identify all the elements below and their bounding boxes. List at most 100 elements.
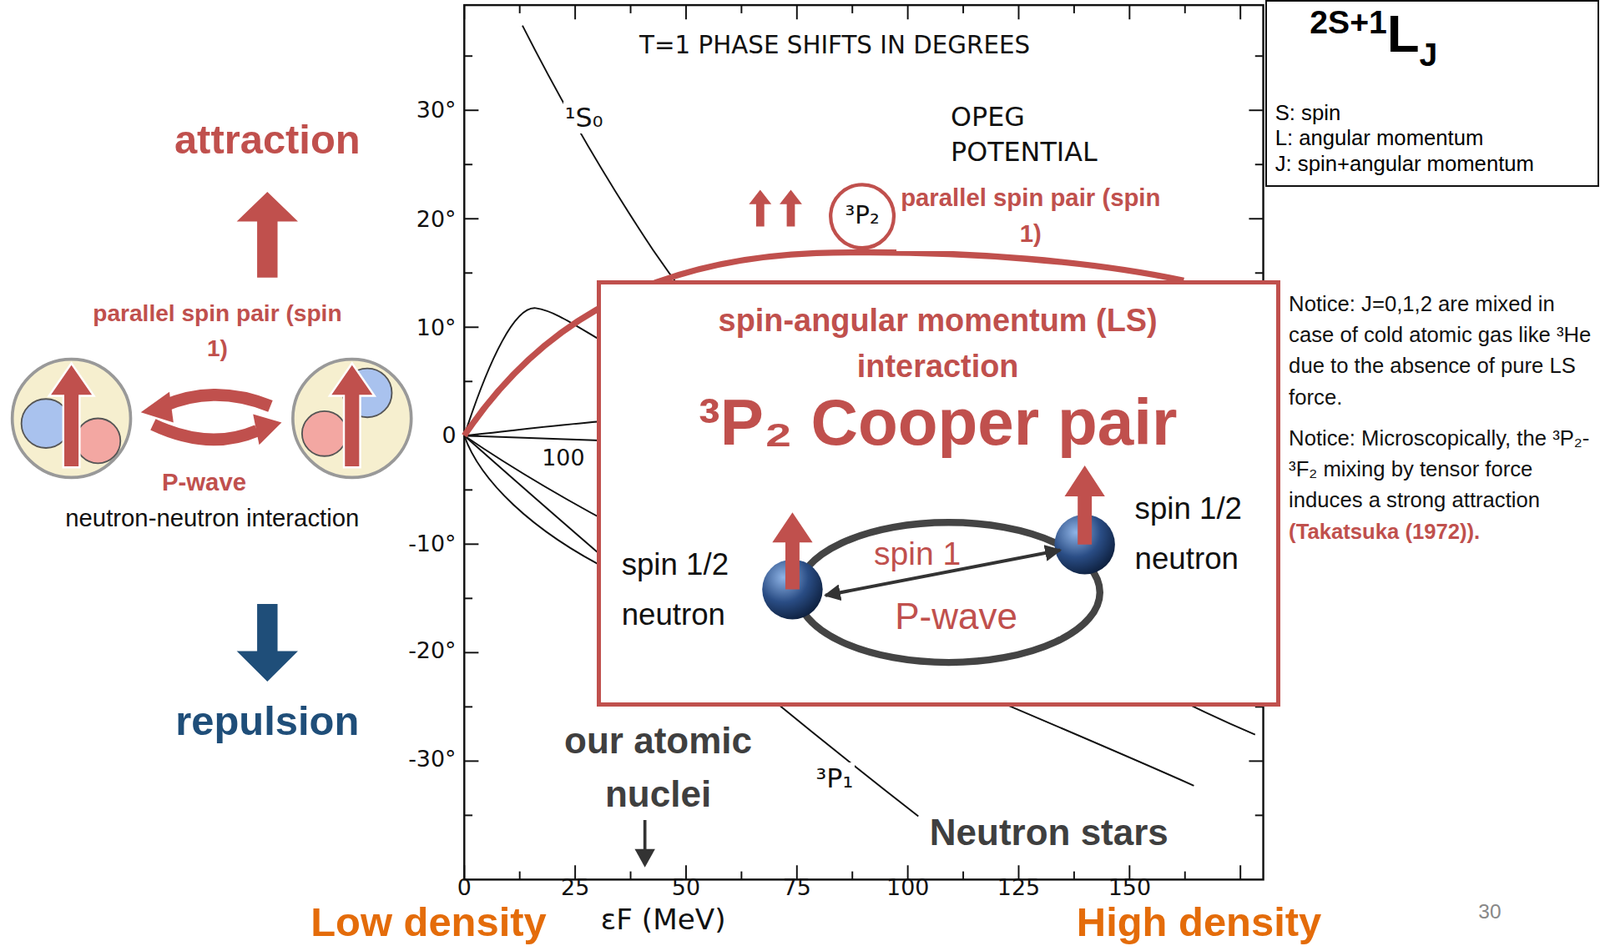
axis-label: 100 <box>540 444 586 472</box>
arrow-head <box>634 849 655 869</box>
spin-arrow <box>772 512 813 590</box>
edge-label: spin 1 <box>873 537 961 571</box>
slide-label: P-wave <box>161 467 247 497</box>
axis-tick <box>464 651 479 654</box>
slide-label: repulsion <box>175 696 359 747</box>
curve-note: parallel spin pair (spin 1) <box>896 180 1166 252</box>
notation-part: J <box>1419 36 1439 73</box>
notation-part: L <box>1387 3 1420 63</box>
notation-line: L: angular momentum <box>1275 126 1484 152</box>
axis-tick <box>1184 5 1187 14</box>
spin-arrow <box>748 190 772 228</box>
neutron-pair-right <box>292 359 412 479</box>
axis-tick <box>464 543 479 546</box>
slide-label: our atomic nuclei <box>534 714 783 822</box>
orbit-ring <box>797 522 1101 663</box>
axis-tick <box>464 380 473 383</box>
axis-tick <box>851 5 853 14</box>
neutron-label: spin 1/2 neutron <box>1135 484 1273 586</box>
side-note: Notice: Microscopically, the ³P₂-³F₂ mix… <box>1288 423 1595 517</box>
axis-label: -10° <box>408 530 456 558</box>
axis-label: 0 <box>457 874 472 902</box>
spin-arrow <box>49 363 95 468</box>
neutron-label: spin 1/2 neutron <box>621 540 765 642</box>
pair-circle <box>12 359 132 479</box>
axis-tick <box>1248 760 1263 763</box>
spin-up-arrows <box>748 190 803 228</box>
arrow-head <box>252 414 282 446</box>
curve-hump <box>464 307 612 436</box>
exchange-arrows <box>141 392 283 446</box>
curve-neg2 <box>464 435 612 572</box>
arrow-head <box>141 392 174 424</box>
axis-tick <box>630 5 632 14</box>
notation-line: S: spin <box>1275 100 1341 127</box>
axis-tick <box>1248 109 1263 112</box>
axis-tick <box>1239 5 1242 20</box>
axis-tick <box>1255 272 1264 274</box>
axis-tick <box>464 163 473 166</box>
box-title: ³P₂ Cooper pair <box>698 389 1178 455</box>
axis-tick <box>464 55 473 57</box>
exchange-arrow <box>163 394 271 406</box>
axis-tick <box>464 272 473 274</box>
side-note: (Takatsuka (1972)). <box>1288 516 1595 548</box>
notation-line: J: spin+angular momentum <box>1275 151 1535 177</box>
axis-label: 30° <box>416 96 457 124</box>
slide-label: Neutron stars <box>928 811 1171 856</box>
exchange-arrow <box>152 424 258 440</box>
chart-note: OPEG POTENTIAL <box>948 99 1146 172</box>
proton-ball <box>302 411 348 457</box>
axis-tick <box>463 5 465 20</box>
axis-tick <box>907 5 909 20</box>
notation-heading: 2S+1LJ <box>1309 5 1438 71</box>
notation-part: 2S+1 <box>1309 4 1387 41</box>
slide-label: Low density <box>310 898 547 948</box>
axis-label: -30° <box>408 746 456 773</box>
neutron-sphere <box>762 560 823 621</box>
curve-label: ¹S₀ <box>563 101 606 134</box>
neutron-sphere <box>1054 514 1116 576</box>
axis-tick <box>1073 872 1076 881</box>
axis-tick <box>1255 55 1264 57</box>
axis-tick <box>962 5 965 14</box>
box-heading: spin-angular momentum (LS) interaction <box>636 297 1239 390</box>
slide-label: High density <box>1076 898 1322 948</box>
slide-label: εF (MeV) <box>600 903 727 938</box>
axis-tick <box>1248 217 1263 220</box>
axis-label: 150 <box>1108 874 1151 902</box>
axis-tick <box>1255 163 1264 166</box>
axis-label: 25 <box>560 874 590 902</box>
axis-tick <box>464 217 479 220</box>
axis-tick <box>464 326 479 329</box>
side-note: Notice: J=0,1,2 are mixed in case of col… <box>1288 288 1595 414</box>
axis-tick <box>519 872 521 881</box>
slide-label: 30 <box>1478 899 1501 924</box>
axis-tick <box>574 5 576 20</box>
axis-tick <box>1184 872 1187 881</box>
axis-tick <box>740 5 742 14</box>
axis-tick <box>464 706 473 708</box>
axis-tick <box>1018 5 1020 20</box>
axis-tick <box>851 872 853 881</box>
curve-flat2 <box>464 435 612 441</box>
cooper-pair-box: spin-angular momentum (LS) interaction³P… <box>596 280 1281 707</box>
axis-tick <box>464 814 473 817</box>
slide-label: neutron-neutron interaction <box>65 503 359 533</box>
chart-frame <box>464 5 1263 880</box>
axis-label: 75 <box>782 874 812 902</box>
nuclei-arrow <box>634 817 655 869</box>
curve-flat <box>464 420 612 436</box>
spin-arrow <box>329 363 375 468</box>
axis-tick <box>464 489 473 491</box>
spin-arrow <box>1064 465 1106 546</box>
chart-title: T=1 PHASE SHIFTS IN DEGREES <box>637 30 1032 61</box>
axis-label: 10° <box>416 314 457 342</box>
neutron-node: spin 1/2 neutron <box>621 535 827 632</box>
axis-tick <box>1255 814 1264 817</box>
axis-tick <box>1239 865 1242 880</box>
axis-tick <box>1073 5 1076 14</box>
axis-tick <box>464 109 479 112</box>
axis-label: 125 <box>997 874 1040 902</box>
